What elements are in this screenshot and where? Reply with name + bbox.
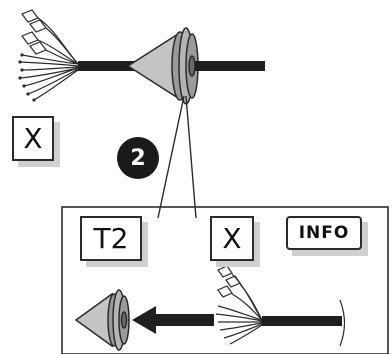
wire-bundle-detail (215, 265, 263, 345)
label-t2: T2 (80, 216, 142, 261)
label-x-detail-text: X (222, 222, 242, 255)
step-number: 2 (130, 145, 146, 171)
cable-top-right (195, 61, 265, 71)
label-x-detail: X (210, 216, 254, 261)
label-x-top-text: X (23, 122, 43, 155)
wire-bundle-top (18, 9, 79, 102)
grommet-top (126, 27, 199, 105)
grommet-detail (74, 289, 130, 351)
step-badge: 2 (117, 137, 159, 179)
label-t2-text: T2 (93, 222, 129, 255)
label-x-top: X (12, 116, 54, 161)
info-badge: INFO (286, 216, 362, 250)
connector-clips-icon (21, 9, 47, 55)
detail-frame (61, 206, 389, 354)
cable-top-left (78, 61, 138, 71)
insert-arrow-icon (132, 306, 214, 334)
info-badge-text: INFO (298, 223, 350, 243)
cable-detail (262, 316, 342, 326)
callout-lines (157, 95, 197, 219)
connector-clips-detail-icon (217, 265, 241, 298)
cable-end-line (339, 299, 346, 347)
